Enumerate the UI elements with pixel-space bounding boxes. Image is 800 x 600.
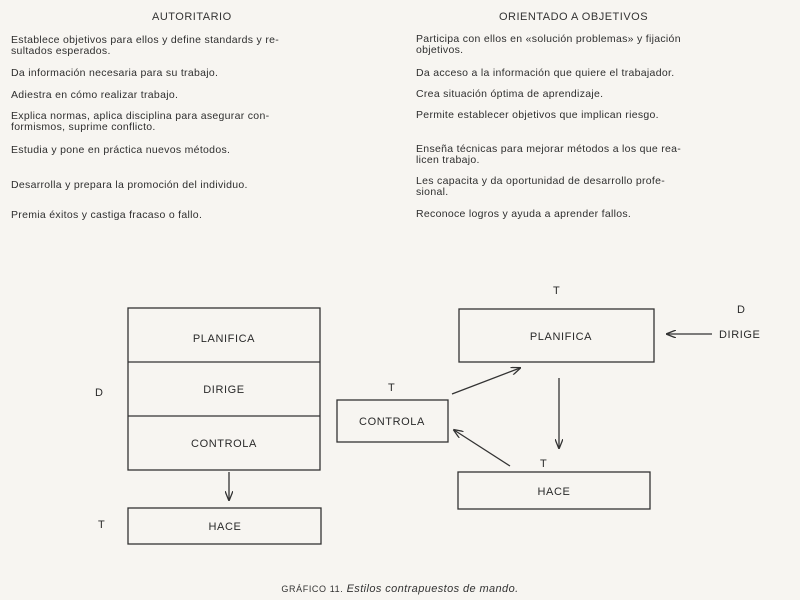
right-controla-box [336, 399, 449, 443]
row-5-left: Estudia y pone en práctica nuevos método… [11, 144, 231, 156]
right-planifica-label: PLANIFICA [530, 331, 592, 343]
header-orientado-objetivos: ORIENTADO A OBJETIVOS [499, 11, 649, 23]
arrow-hace-to-controla [454, 430, 511, 467]
row-7-right: Reconoce logros y ayuda a aprender fallo… [416, 208, 632, 220]
row-1-right: Participa con ellos en «solución problem… [416, 33, 681, 56]
row-3-right: Crea situación óptima de aprendizaje. [416, 88, 604, 100]
left-t-label: T [98, 519, 105, 531]
left-planifica-label: PLANIFICA [193, 333, 255, 345]
figure-caption: GRÁFICO 11. Estilos contrapuestos de man… [0, 583, 800, 595]
right-t-top-label: T [553, 285, 560, 297]
right-planifica-box [458, 308, 655, 363]
left-d-label: D [95, 387, 104, 399]
left-hace-label: HACE [209, 521, 242, 533]
caption-text: Estilos contrapuestos de mando. [346, 583, 519, 595]
right-t-controla-label: T [388, 382, 395, 394]
right-hace-label: HACE [538, 486, 571, 498]
left-diagram: PLANIFICA DIRIGE CONTROLA HACE D T [95, 307, 322, 545]
row-7-left: Premia éxitos y castiga fracaso o fallo. [11, 209, 203, 221]
row-2-left: Da información necesaria para su trabajo… [11, 67, 219, 79]
row-1-left: Establece objetivos para ellos y define … [11, 34, 280, 57]
row-2-right: Da acceso a la información que quiere el… [416, 67, 675, 79]
right-t-hace-label: T [540, 458, 547, 470]
left-stack-box [127, 307, 321, 471]
header-autoritario: AUTORITARIO [152, 11, 232, 23]
arrow-controla-to-planifica [451, 368, 520, 395]
right-d-label: D [737, 304, 746, 316]
right-hace-box [457, 471, 651, 510]
row-4-left: Explica normas, aplica disciplina para a… [11, 110, 270, 133]
left-dirige-label: DIRIGE [203, 384, 245, 396]
left-hace-box [127, 507, 322, 545]
right-dirige-label: DIRIGE [719, 329, 761, 341]
left-controla-label: CONTROLA [191, 438, 257, 450]
caption-label: GRÁFICO 11. [281, 584, 344, 594]
row-3-left: Adiestra en cómo realizar trabajo. [11, 89, 179, 101]
row-6-left: Desarrolla y prepara la promoción del in… [11, 179, 248, 191]
row-4-right: Permite establecer objetivos que implica… [416, 109, 659, 121]
row-5-right: Enseña técnicas para mejorar métodos a l… [416, 143, 682, 166]
right-controla-label: CONTROLA [359, 416, 425, 428]
row-6-right: Les capacita y da oportunidad de desarro… [416, 175, 666, 198]
right-diagram: PLANIFICA T D DIRIGE CONTROLA T HACE T [336, 285, 761, 510]
